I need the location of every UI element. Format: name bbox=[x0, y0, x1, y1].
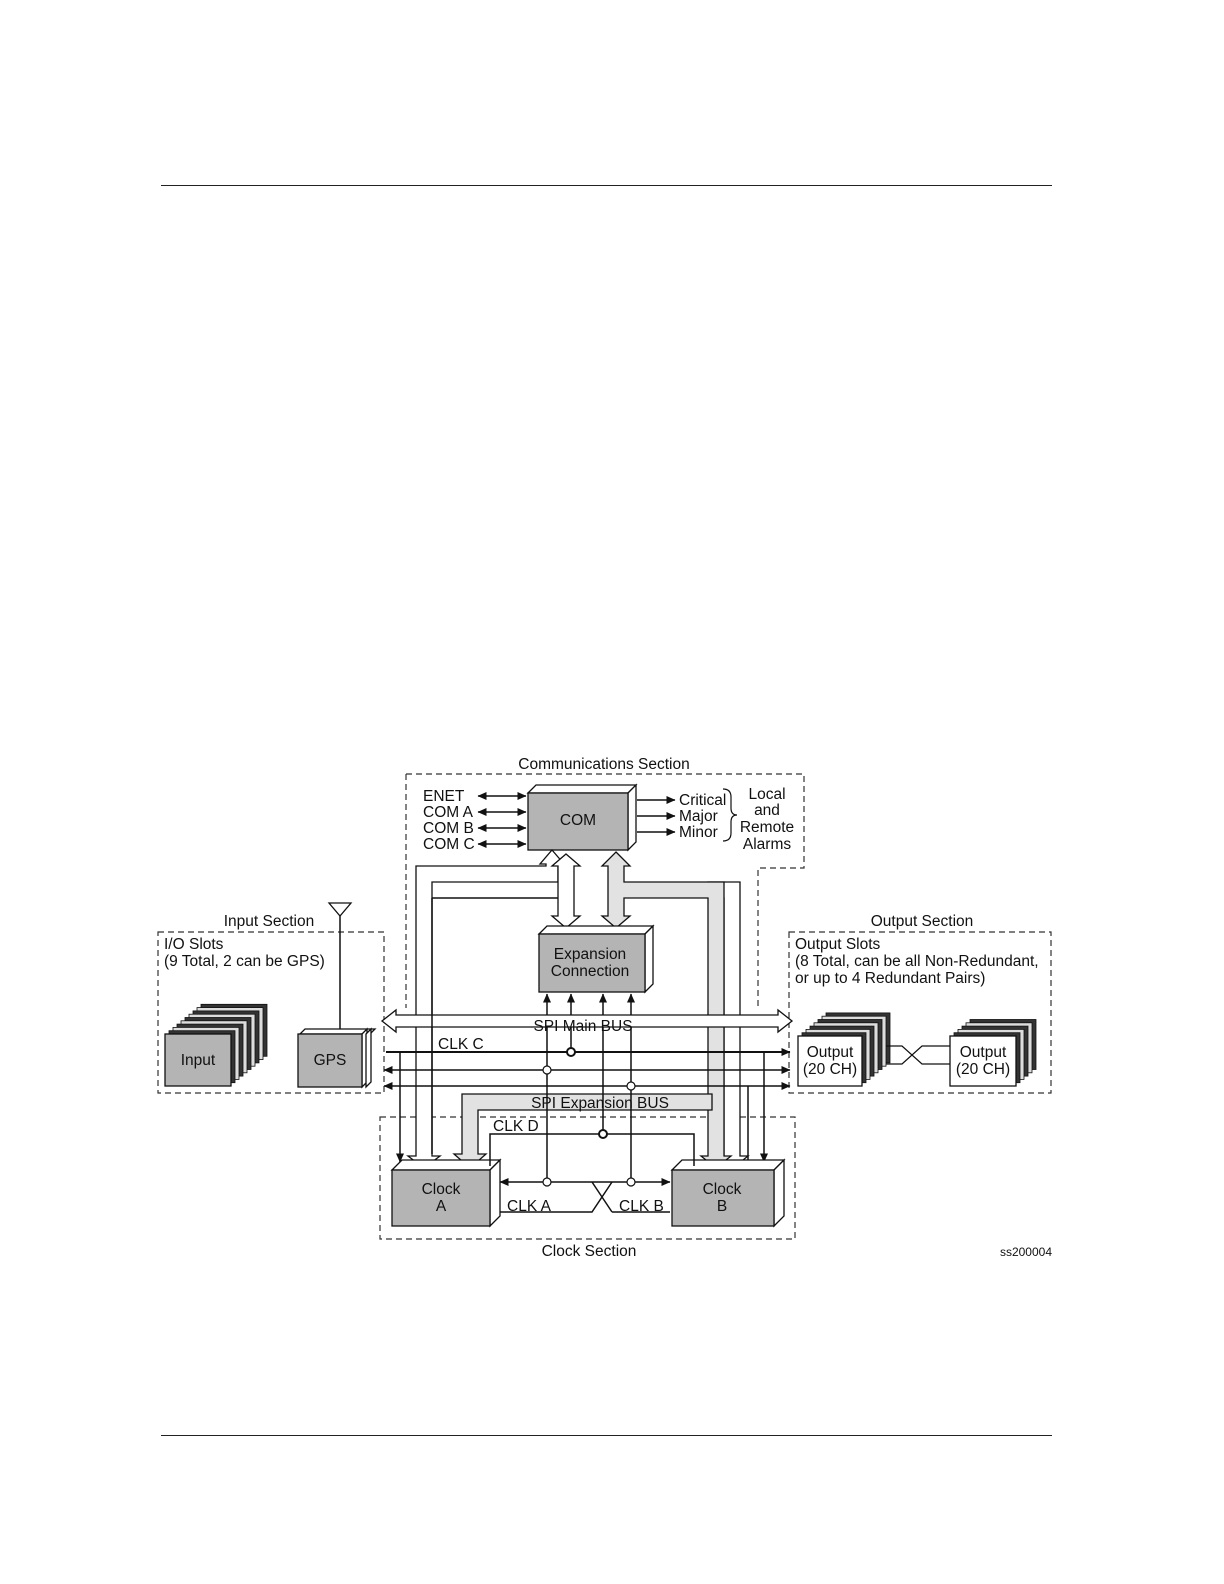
spi-expansion-bus-label: SPI Expansion BUS bbox=[531, 1095, 669, 1112]
clock-a-block: Clock A bbox=[390, 1158, 502, 1228]
io-slots-title: I/O Slots bbox=[164, 936, 224, 953]
clock-section-title: Clock Section bbox=[542, 1243, 637, 1260]
alarm-destination: and bbox=[754, 802, 780, 819]
output-slots-detail: or up to 4 Redundant Pairs) bbox=[795, 970, 985, 987]
output-card-stack-right: Output (20 CH) bbox=[949, 1019, 1037, 1087]
junction-dot bbox=[598, 1129, 608, 1139]
gps-block: GPS bbox=[297, 1027, 377, 1089]
clock-b-label: Clock bbox=[703, 1181, 742, 1198]
clock-section-outline bbox=[379, 1116, 796, 1240]
com-port-label: COM B bbox=[423, 820, 474, 837]
com-grey-bus-path bbox=[600, 851, 733, 1169]
clk-d-label: CLK D bbox=[493, 1118, 539, 1135]
com-expansion-link bbox=[550, 853, 582, 929]
input-block-label: Input bbox=[181, 1052, 216, 1069]
com-port-label: COM C bbox=[423, 836, 475, 853]
input-section-outline bbox=[157, 931, 385, 1094]
footer-rule bbox=[161, 1435, 1052, 1436]
alarm-brace bbox=[722, 788, 738, 842]
spi-main-bus-label: SPI Main BUS bbox=[533, 1018, 632, 1035]
communications-section-outline bbox=[405, 773, 805, 1008]
alarm-label: Major bbox=[679, 808, 718, 825]
clk-b-label: CLK B bbox=[619, 1198, 664, 1215]
alarm-label: Minor bbox=[679, 824, 718, 841]
clock-b-block: Clock B bbox=[670, 1158, 786, 1228]
output-redundancy-crossover bbox=[886, 1045, 950, 1065]
output-block-label: (20 CH) bbox=[803, 1061, 857, 1078]
input-card-stack: Input bbox=[164, 1003, 268, 1087]
spi-main-bus bbox=[380, 1008, 794, 1034]
clock-a-label: A bbox=[436, 1198, 447, 1215]
figure-id: ss200004 bbox=[1000, 1245, 1052, 1259]
output-block-label: Output bbox=[960, 1044, 1007, 1061]
clk-ab-crossover bbox=[500, 1181, 670, 1213]
junction-dot bbox=[542, 1065, 552, 1075]
gps-block-label: GPS bbox=[314, 1052, 347, 1069]
alarm-destination: Local bbox=[748, 786, 785, 803]
clock-a-label: Clock bbox=[422, 1181, 461, 1198]
junction-dot bbox=[566, 1047, 576, 1057]
output-card-stack-left: Output (20 CH) bbox=[797, 1012, 891, 1087]
output-slots-title: Output Slots bbox=[795, 936, 881, 953]
junction-dot bbox=[626, 1177, 636, 1187]
clk-c-label: CLK C bbox=[438, 1036, 484, 1053]
clock-b-label: B bbox=[717, 1198, 727, 1215]
com-ports: ENET COM A COM B COM C bbox=[423, 788, 527, 853]
header-rule bbox=[161, 185, 1052, 186]
output-block-label: (20 CH) bbox=[956, 1061, 1010, 1078]
alarm-destination: Remote bbox=[740, 819, 794, 836]
expansion-block-label: Expansion bbox=[554, 946, 626, 963]
output-block-label: Output bbox=[807, 1044, 854, 1061]
expansion-block-label: Connection bbox=[551, 963, 629, 980]
output-section-outline bbox=[788, 931, 1052, 1094]
com-block-label: COM bbox=[560, 812, 596, 829]
com-port-label: ENET bbox=[423, 788, 465, 805]
clk-a-label: CLK A bbox=[507, 1198, 552, 1215]
clk-d-line bbox=[489, 1133, 695, 1166]
junction-dot bbox=[542, 1177, 552, 1187]
expansion-connection-block: Expansion Connection bbox=[537, 924, 655, 994]
alarm-outputs: Critical Major Minor Local and Remote Al… bbox=[637, 786, 794, 853]
gps-antenna-icon bbox=[327, 902, 353, 1029]
output-section-title: Output Section bbox=[871, 913, 974, 930]
junction-dot bbox=[626, 1081, 636, 1091]
output-slots-detail: (8 Total, can be all Non-Redundant, bbox=[795, 953, 1039, 970]
com-block: COM bbox=[526, 783, 638, 852]
alarm-label: Critical bbox=[679, 792, 726, 809]
input-section-title: Input Section bbox=[224, 913, 314, 930]
communications-section-title: Communications Section bbox=[518, 756, 689, 773]
spi-expansion-bus-path bbox=[452, 1093, 713, 1169]
io-slots-detail: (9 Total, 2 can be GPS) bbox=[164, 953, 325, 970]
alarm-destination: Alarms bbox=[743, 836, 791, 853]
com-port-label: COM A bbox=[423, 804, 474, 821]
